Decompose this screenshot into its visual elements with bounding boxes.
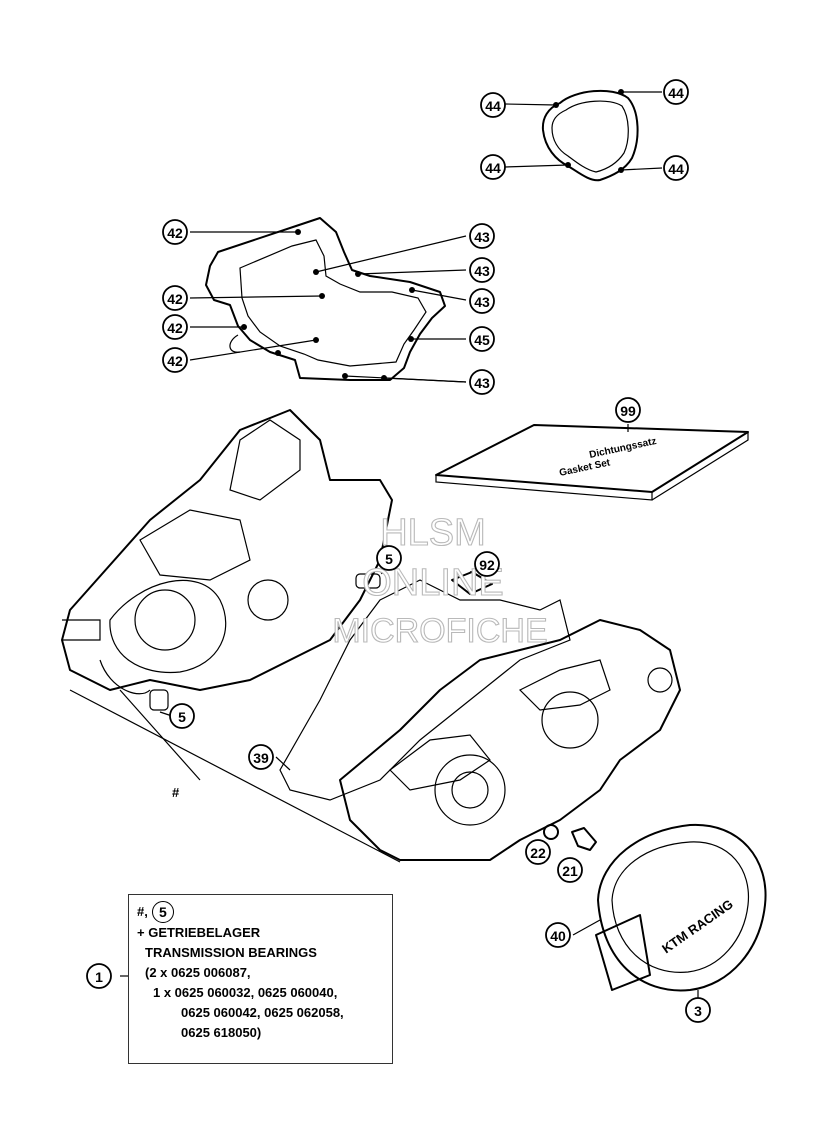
callout-label: 43 [474, 229, 490, 245]
callout-21: 21 [557, 857, 583, 883]
note-line-1: + GETRIEBELAGER [137, 925, 261, 940]
callout-3: 3 [685, 997, 711, 1023]
ignition-cover-gasket-inner [551, 100, 629, 173]
callout-label: 5 [385, 551, 393, 567]
note-box: #, 5 + GETRIEBELAGER TRANSMISSION BEARIN… [128, 894, 393, 1064]
callout-label: 44 [485, 160, 501, 176]
callout-44b: 44 [663, 79, 689, 105]
crankcase-gasket [205, 217, 446, 381]
crankcase-gasket-inner [239, 239, 427, 367]
callout-43c: 43 [469, 288, 495, 314]
assembly-hash-label: # [172, 785, 180, 800]
watermark-line-1: HLSM [380, 512, 486, 554]
callout-92: 92 [474, 551, 500, 577]
gasket-set-subtitle: Gasket Set [558, 457, 612, 479]
callout-99: 99 [615, 397, 641, 423]
callout-label: 45 [474, 332, 490, 348]
right-crankcase-half [339, 619, 681, 861]
callout-label: 43 [474, 294, 490, 310]
gasket-set-title: Dichtungssatz [588, 436, 657, 461]
callout-label: 92 [479, 557, 495, 573]
callout-label: 40 [550, 928, 566, 944]
callout-label: 42 [167, 353, 183, 369]
callout-label: 43 [474, 375, 490, 391]
note-callout: 5 [151, 901, 174, 923]
callout-label: 5 [178, 709, 186, 725]
callout-label: 44 [485, 98, 501, 114]
callout-44d: 44 [663, 155, 689, 181]
note-line-3: (2 x 0625 006087, [145, 965, 251, 980]
callout-39: 39 [248, 744, 274, 770]
callout-label: 22 [530, 845, 546, 861]
callout-layer: 44 44 44 44 42 42 42 42 43 43 43 43 45 99 5 92 5 39 22 21 40… [86, 79, 711, 1023]
note-line-2: TRANSMISSION BEARINGS [145, 945, 317, 960]
callout-44c: 44 [480, 154, 506, 180]
gasket-92 [451, 571, 493, 595]
callout-label: 99 [620, 403, 636, 419]
callout-5a: 5 [376, 545, 402, 571]
callout-label: 42 [167, 291, 183, 307]
watermark-line-3: MICROFICHE [332, 612, 547, 650]
callout-label: 1 [95, 969, 103, 985]
note-hash: #, [137, 904, 148, 919]
drain-plug-21 [571, 827, 597, 851]
washer-22 [543, 824, 559, 840]
callout-44a: 44 [480, 92, 506, 118]
callout-label: 44 [668, 85, 684, 101]
note-line-4: 1 x 0625 060032, 0625 060040, [153, 985, 338, 1000]
callout-label: 3 [694, 1003, 702, 1019]
callout-45: 45 [469, 326, 495, 352]
note-line-5: 0625 060042, 0625 062058, [181, 1005, 344, 1020]
callout-label: 21 [562, 863, 578, 879]
crankcase-inner-gasket [279, 579, 571, 801]
callout-label: 39 [253, 750, 269, 766]
callout-40: 40 [545, 922, 571, 948]
callout-1: 1 [86, 963, 112, 989]
cover-logo: KTM RACING [659, 896, 736, 956]
callout-43a: 43 [469, 223, 495, 249]
callout-22: 22 [525, 839, 551, 865]
callout-5b: 5 [169, 703, 195, 729]
callout-label: 44 [668, 161, 684, 177]
callout-label: 42 [167, 225, 183, 241]
callout-42c: 42 [162, 314, 188, 340]
callout-42b: 42 [162, 285, 188, 311]
callout-label: 42 [167, 320, 183, 336]
note-line-6: 0625 618050) [181, 1025, 262, 1040]
callout-42d: 42 [162, 347, 188, 373]
callout-43d: 43 [469, 369, 495, 395]
callout-43b: 43 [469, 257, 495, 283]
ignition-cover [597, 823, 767, 992]
bearing-sleeve [355, 573, 381, 589]
ignition-cover-gasket [541, 89, 639, 182]
callout-42a: 42 [162, 219, 188, 245]
callout-label: 43 [474, 263, 490, 279]
